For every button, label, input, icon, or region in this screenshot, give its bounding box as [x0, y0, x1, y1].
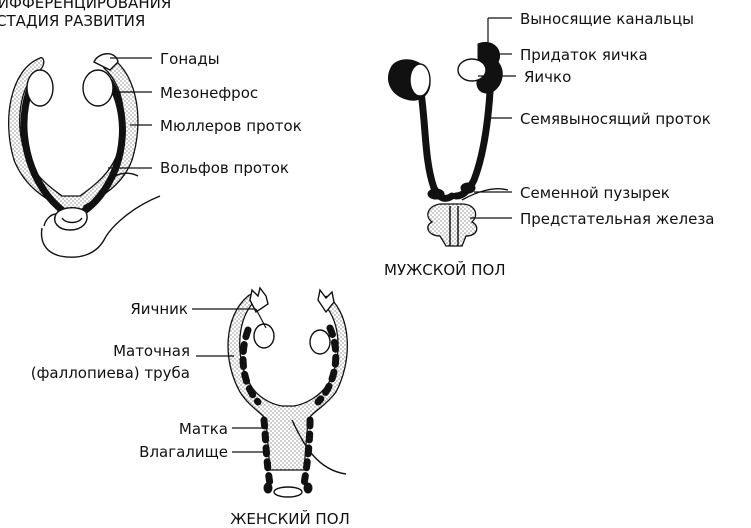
vas-deferens-left — [420, 86, 452, 198]
seminal-vesicle-right — [461, 183, 475, 193]
label-epididymis: Придаток яичка — [520, 46, 648, 64]
label-prostate: Предстательная железа — [520, 210, 715, 228]
label-ovary: Яичник — [130, 300, 188, 318]
caption-female: ЖЕНСКИЙ ПОЛ — [230, 509, 350, 528]
label-fallopian-line-1: Маточная — [113, 342, 190, 360]
header-line-1: ДИФФЕРЕНЦИРОВАНИЯ — [0, 0, 171, 12]
label-fallopian-line-2: (фаллопиева) труба — [31, 364, 190, 382]
ovary-left — [254, 324, 274, 348]
label-vas-deferens: Семявыносящий проток — [520, 110, 711, 128]
ovary-right — [310, 330, 330, 354]
label-gonads: Гонады — [160, 50, 220, 68]
vaginal-opening — [274, 487, 302, 497]
label-vagina: Влагалище — [139, 443, 228, 461]
gonad-left — [27, 70, 53, 106]
label-efferent-ducts: Выносящие канальцы — [520, 10, 694, 28]
label-testis: Яичко — [524, 68, 571, 86]
label-mesonephros: Мезонефрос — [160, 84, 258, 102]
prostate — [428, 204, 477, 246]
seminal-vesicle-left — [428, 189, 444, 199]
gonad-right — [83, 70, 113, 106]
male-illustration — [389, 18, 516, 246]
label-wolffian-duct: Вольфов проток — [160, 159, 289, 177]
female-illustration — [192, 288, 347, 497]
label-seminal-vesicle: Семенной пузырек — [520, 184, 670, 202]
caption-male: МУЖСКОЙ ПОЛ — [384, 260, 506, 279]
indifferent-stage-illustration — [9, 54, 160, 257]
label-mullerian-duct: Мюллеров проток — [160, 117, 302, 135]
vas-deferens-right — [456, 92, 490, 196]
label-uterus: Матка — [179, 420, 228, 438]
header-line-2: СТАДИЯ РАЗВИТИЯ — [0, 12, 145, 30]
testis-right — [458, 59, 486, 81]
testis-left — [410, 64, 430, 96]
